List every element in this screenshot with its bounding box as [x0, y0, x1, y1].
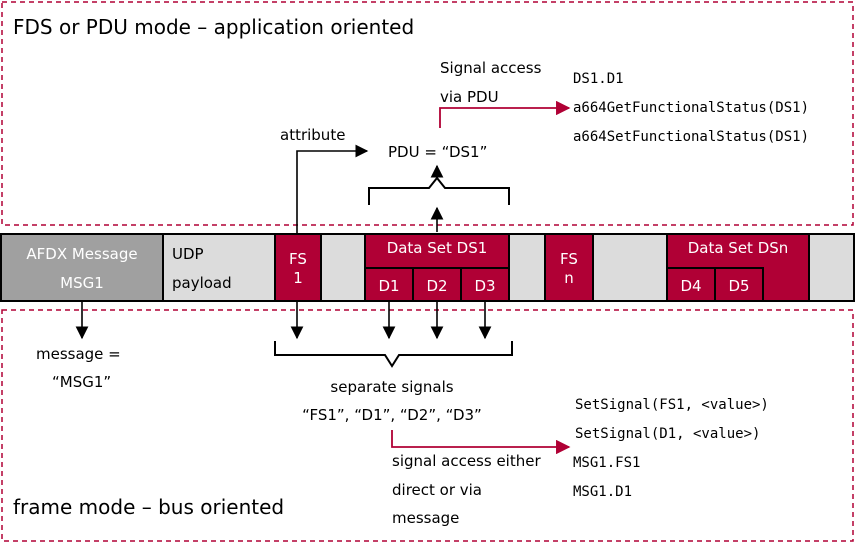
udp-label: UDP	[172, 245, 204, 263]
frame-code-line-4: MSG1.D1	[573, 484, 632, 500]
d4-label: D4	[680, 277, 701, 295]
fs1-label: FS	[289, 250, 307, 268]
data-set-dsn-label: Data Set DSn	[688, 239, 789, 257]
fsn-block	[544, 233, 594, 302]
signal-access-label: Signal access	[440, 59, 542, 77]
ds1-top-brace	[368, 176, 510, 205]
frame-region-border	[1, 309, 854, 542]
fsn-number: n	[564, 269, 574, 287]
application-region-border	[1, 1, 854, 226]
fsn-label: FS	[560, 250, 578, 268]
afdx-message-name: MSG1	[60, 274, 104, 292]
frame-region-title: frame mode – bus oriented	[13, 495, 284, 519]
pdu-label: PDU = “DS1”	[388, 143, 487, 161]
frame-code-line-2: SetSignal(D1, <value>)	[575, 426, 760, 442]
signals-bottom-brace	[274, 341, 513, 368]
access-label-line-3: message	[392, 509, 459, 527]
afdx-message-block	[0, 233, 164, 302]
d1-cell	[364, 267, 414, 302]
d4-cell	[666, 267, 716, 302]
d5-cell	[714, 267, 764, 302]
signal-access-via-label: via PDU	[440, 88, 499, 106]
udp-payload-label: payload	[172, 274, 232, 292]
pdu-code-line-2: a664GetFunctionalStatus(DS1)	[573, 100, 809, 116]
frame-code-line-1: SetSignal(FS1, <value>)	[575, 397, 769, 413]
afdx-message-label: AFDX Message	[26, 245, 137, 263]
message-label: message =	[36, 345, 121, 363]
application-region-title: FDS or PDU mode – application oriented	[13, 15, 414, 39]
attribute-label: attribute	[280, 126, 345, 144]
fs1-block	[274, 233, 322, 302]
attribute-arrow	[296, 144, 369, 234]
separate-signals-list: “FS1”, “D1”, “D2”, “D3”	[302, 406, 482, 424]
frame-access-arrow	[391, 430, 571, 455]
separate-signals-label: separate signals	[330, 378, 453, 396]
access-label-line-1: signal access either	[392, 452, 541, 470]
d2-label: D2	[426, 277, 447, 295]
d3-cell	[460, 267, 510, 302]
access-label-line-2: direct or via	[392, 481, 482, 499]
d5-label: D5	[728, 277, 749, 295]
frame-code-line-3: MSG1.FS1	[573, 455, 640, 471]
pdu-access-arrow	[439, 100, 571, 128]
d1-label: D1	[378, 277, 399, 295]
d2-cell	[412, 267, 462, 302]
pdu-code-line-3: a664SetFunctionalStatus(DS1)	[573, 129, 809, 145]
data-set-ds1-label: Data Set DS1	[387, 239, 488, 257]
pdu-code-line-1: DS1.D1	[573, 71, 624, 87]
message-value: “MSG1”	[52, 373, 111, 391]
d3-label: D3	[474, 277, 495, 295]
fs1-number: 1	[293, 269, 303, 287]
